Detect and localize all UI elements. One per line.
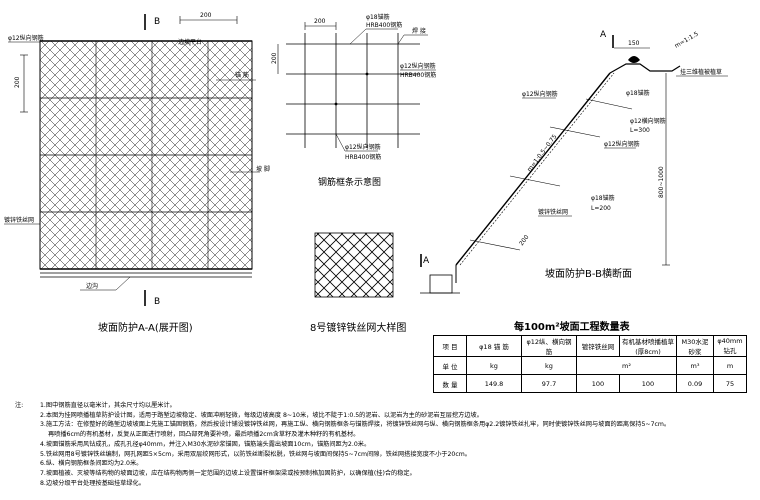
table-cell: m: [713, 356, 747, 375]
table-cell: 100: [576, 374, 620, 393]
note-line: 8.边坡分级平台处理按基础挂草绿化。: [40, 479, 145, 487]
label-weld: 焊 接: [412, 27, 426, 35]
notes-label: 注:: [15, 402, 24, 409]
table-cell: 有机基材喷播植草 (厚8cm): [619, 335, 677, 357]
dim-left: 200: [14, 76, 21, 88]
label-rebar12-h: φ12横向钢筋: [630, 117, 666, 125]
label-hrb-top: HRB400钢筋: [366, 21, 402, 29]
dim-150: 150: [628, 40, 640, 47]
label-l300: L=300: [630, 127, 650, 134]
note-line: 5.铁丝网用8号镀锌铁丝编制，网孔网距5×5cm，采用双层绞网形式，以防铁丝断裂…: [40, 450, 471, 458]
label-anchor18: φ18锚筋: [626, 89, 650, 97]
title-aa: 坡面防护A-A(展开图): [98, 321, 193, 334]
qty-table-title: 每100m²坡面工程数量表: [514, 322, 630, 333]
note-line: 4.坡面锚筋采用风钻成孔，成孔孔径φ40mm，并注入M30水泥砂浆锚固，锚筋端头…: [40, 440, 371, 448]
label-slope-mid: m=1:0.5~0.75: [526, 133, 559, 173]
table-cell: 单 位: [433, 356, 467, 375]
table-cell: 0.09: [676, 374, 714, 393]
label-grass: 挂三维植被植草: [680, 68, 722, 76]
table-cell: kg: [466, 356, 522, 375]
table-cell: m³: [676, 356, 714, 375]
table-cell: M30水泥砂浆: [676, 335, 714, 357]
qty-table: 项 目 φ18 锚 筋 φ12纵、横向钢筋 镀锌铁丝网 有机基材喷播植草 (厚8…: [433, 335, 747, 393]
table-cell: m²: [576, 356, 677, 375]
dim-top: 200: [200, 12, 212, 19]
frame-dim-side: 200: [271, 52, 278, 64]
label-anchor18-b: φ18锚筋: [591, 194, 615, 202]
table-cell: 项 目: [433, 335, 467, 357]
note-line: 7.坡面植被、灭坡等结构物的坡面边坡，应在结构物两侧一定范围的边坡上设置锚杆框架…: [40, 469, 416, 477]
section-label-b-bottom: B: [154, 297, 160, 307]
section-bb: A A 150 m=1:1.5 φ18锚筋 φ12横向钢筋 L=300 挂三维植…: [420, 30, 728, 294]
table-cell: 镀锌铁丝网: [576, 335, 620, 357]
rebar-frame: 200 200 φ18锚筋 HRB400钢筋 焊 接 φ12纵向钢筋 HRB40…: [271, 13, 436, 188]
label-rebar12-v: φ12纵向钢筋: [522, 90, 558, 98]
note-line: 1.图中钢筋直径以毫米计，其余尺寸均以厘米计。: [40, 402, 176, 409]
label-l200: L=200: [591, 205, 611, 212]
table-cell: φ40mm钻孔: [713, 335, 747, 357]
table-cell: 97.7: [521, 374, 577, 393]
table-cell: 数 量: [433, 374, 467, 393]
note-line: 6.纵、横向钢筋框条间距均为2.0米。: [40, 460, 143, 468]
mesh-detail: 8号镀锌铁丝网大样图: [310, 232, 406, 334]
table-row: 单 位 kg kg m² m³ m: [433, 356, 747, 375]
section-label-a: A: [600, 30, 607, 40]
label-rebar12: φ12纵向钢筋: [8, 34, 44, 42]
table-cell: 75: [713, 374, 747, 393]
table-row: 数 量 149.8 97.7 100 100 0.09 75: [433, 374, 747, 393]
label-toe: 坡 脚: [256, 165, 270, 173]
label-rebar12-bottom: φ12纵向钢筋: [345, 143, 381, 151]
dim-200-bb: 200: [518, 234, 531, 248]
label-mesh-bb: 镀锌铁丝网: [538, 208, 568, 216]
title-frame: 钢筋框条示意图: [318, 176, 381, 188]
table-cell: φ12纵、横向钢筋: [521, 335, 577, 357]
table-cell: kg: [521, 356, 577, 375]
label-rebar12-long: φ12纵向钢筋: [400, 62, 436, 70]
label-anchor: 锚 筋: [235, 71, 249, 79]
section-label-b: B: [154, 17, 160, 27]
label-hrb-bottom: HRB400钢筋: [345, 153, 381, 161]
note-line: 3.施工方法：在修整好的路堑边坡坡面上先施工锚固钢筋，然后按设计铺设镀锌铁丝网，…: [40, 421, 671, 429]
label-slope-top: m=1:1.5: [674, 30, 700, 49]
frame-dim-top: 200: [314, 18, 326, 25]
view-aa: B B 200 200 边坡平台 φ12纵向钢筋 锚 筋 坡 脚 镀锌铁丝网 边…: [4, 12, 270, 334]
note-line: 2.本图为挂网喷播植草防护设计图，适用于路堑边坡稳定、坡面冲刷轻微，每级边坡高度…: [40, 411, 483, 419]
label-rebar18: φ18锚筋: [366, 13, 390, 21]
section-label-a-bottom: A: [423, 256, 430, 266]
table-cell: 149.8: [466, 374, 522, 393]
table-row: 项 目 φ18 锚 筋 φ12纵、横向钢筋 镀锌铁丝网 有机基材喷播植草 (厚8…: [433, 335, 747, 357]
table-cell: 100: [619, 374, 677, 393]
label-hrb-right: HRB400钢筋: [400, 71, 436, 79]
title-mesh: 8号镀锌铁丝网大样图: [310, 321, 406, 334]
table-cell: φ18 锚 筋: [466, 335, 522, 357]
note-line: 再喷播6cm的有机基材，反复从正面进行喷射，回凸部死角要补喷，最后喷播2cm含草…: [48, 431, 360, 439]
title-bb: 坡面防护B-B横断面: [545, 267, 632, 280]
dim-height: 800~1000: [658, 166, 665, 198]
label-mesh: 镀锌铁丝网: [4, 216, 34, 224]
label-rebar12-v2: φ12纵向钢筋: [604, 140, 640, 148]
label-edge: 边沟: [86, 282, 98, 290]
notes: 注: 1.图中钢筋直径以毫米计，其余尺寸均以厘米计。 2.本图为挂网喷播植草防护…: [15, 401, 755, 488]
